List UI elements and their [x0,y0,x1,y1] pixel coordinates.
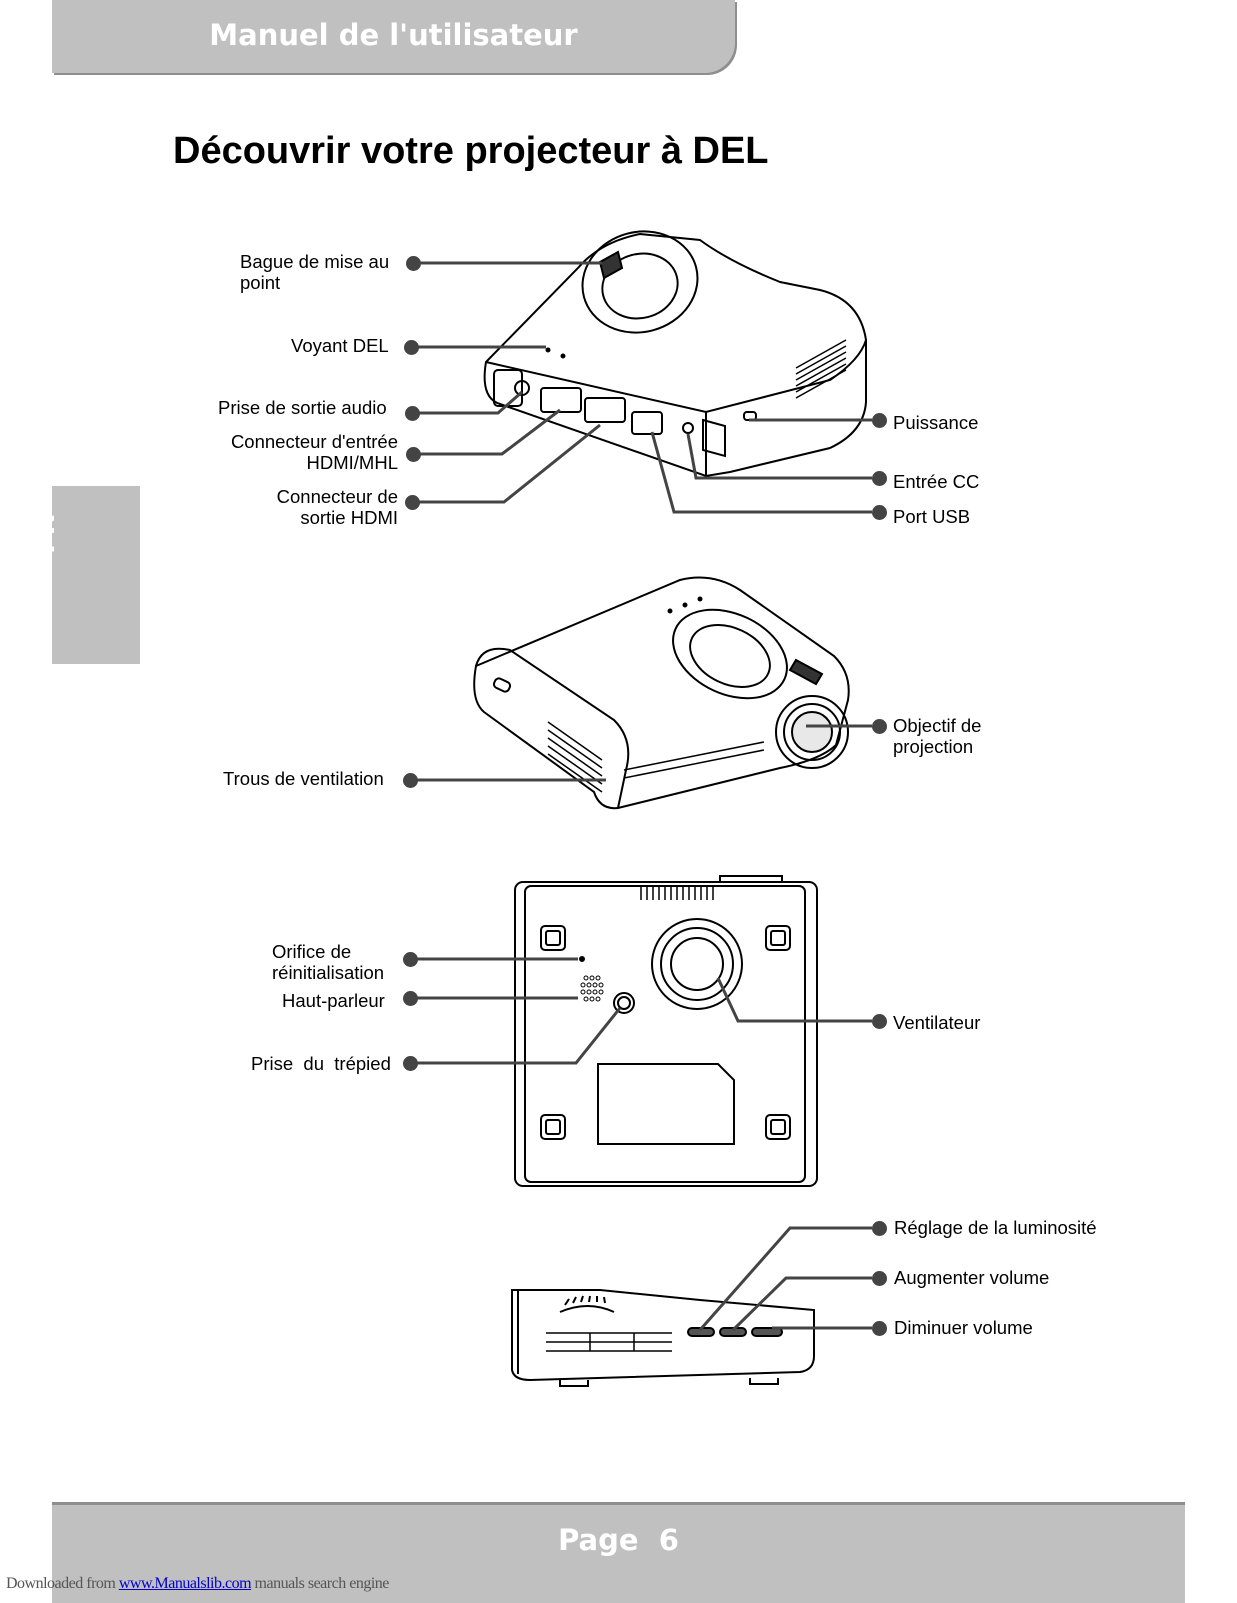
label-reset-hole: Orifice de réinitialisation [272,941,385,983]
page-title: Découvrir votre projecteur à DEL [173,130,769,172]
callout-dot [403,773,418,788]
label-speaker: Haut-parleur [282,990,385,1011]
label-projection-lens: Objectif de projection [893,715,982,757]
callout-dot [872,1271,887,1286]
manualslib-link[interactable]: www.Manualslib.com [118,1575,252,1592]
label-power: Puissance [893,412,979,433]
projector-side-view [511,1289,815,1387]
leader-lines-bottom [411,957,872,1065]
callout-dot [403,1056,418,1071]
callout-dot [404,340,419,355]
header-tab: Manuel de l'utilisateur [52,0,735,73]
callout-dot [403,991,418,1006]
callout-dot [872,1221,887,1236]
label-hdmi-in: Connecteur d'entrée HDMI/MHL [230,431,398,473]
label-brightness: Réglage de la luminosité [894,1217,1097,1238]
callout-dot [872,1321,887,1336]
projector-bottom-view [514,875,818,1187]
callout-dot [872,719,887,734]
callout-dot [872,413,887,428]
label-led-indicator: Voyant DEL [291,335,389,356]
label-tripod-socket: Prise du trépied [251,1053,391,1074]
page-number: Page 6 [558,1523,679,1557]
callout-dot [405,495,420,510]
leader-lines-rear [411,261,872,514]
label-focus-ring: Bague de mise au point [240,251,390,293]
leader-lines-side [698,1226,872,1332]
label-audio-out: Prise de sortie audio [218,397,387,418]
label-hdmi-out: Connecteur de sortie HDMI [276,486,398,528]
label-dc-in: Entrée CC [893,471,980,492]
header-title: Manuel de l'utilisateur [209,18,578,52]
projector-rear-view [483,230,867,478]
projector-front-view [473,576,850,810]
callout-dot [872,505,887,520]
label-volume-up: Augmenter volume [894,1267,1050,1288]
label-fan: Ventilateur [893,1012,981,1033]
callout-dot [872,471,887,486]
download-watermark: Downloaded from www.Manualslib.com manua… [6,1575,389,1593]
callout-dot [403,952,418,967]
label-usb-port: Port USB [893,506,971,527]
leader-lines-front [411,724,872,782]
watermark-suffix: manuals search engine [251,1575,390,1592]
callout-dot [406,256,421,271]
callout-dot [872,1014,887,1029]
label-vents: Trous de ventilation [223,768,384,789]
callout-dot [405,406,420,421]
callout-dot [406,447,421,462]
watermark-prefix: Downloaded from [6,1575,119,1592]
footer-bar: Page 6 [52,1502,1185,1603]
label-volume-down: Diminuer volume [894,1317,1033,1338]
language-tab [52,486,140,664]
